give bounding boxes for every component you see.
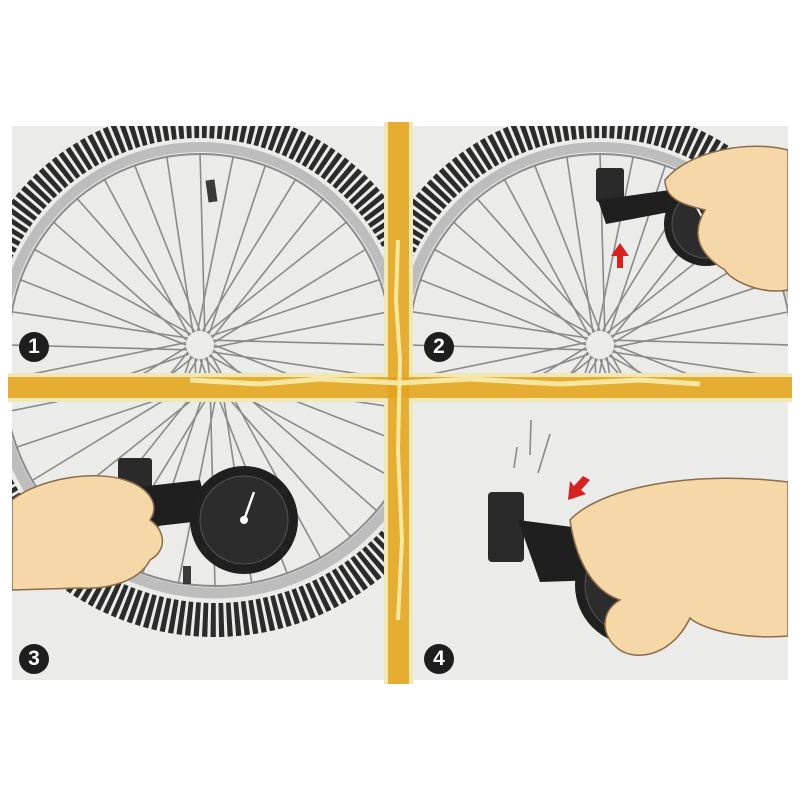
step-panel-1 xyxy=(12,126,384,373)
rim-icon xyxy=(12,437,384,599)
step-number-1: 1 xyxy=(19,332,49,362)
step-panel-3 xyxy=(12,402,384,680)
panel-dividers xyxy=(8,122,792,684)
step-panel-2 xyxy=(413,126,788,373)
step-number-4: 4 xyxy=(424,644,454,674)
rim-icon xyxy=(12,142,384,302)
valve-icon xyxy=(183,566,191,584)
rim-icon xyxy=(413,142,788,302)
hand-icon xyxy=(664,145,788,292)
hand-icon xyxy=(12,475,164,591)
motion-lines-icon xyxy=(513,419,551,474)
spokes-icon xyxy=(413,152,788,373)
step-panel-4 xyxy=(413,402,788,680)
step-number-2: 2 xyxy=(424,332,454,362)
valve-icon xyxy=(205,179,218,203)
red-arrow-icon xyxy=(611,243,629,268)
step-number-3: 3 xyxy=(19,644,49,674)
pressure-gauge-icon xyxy=(118,458,298,574)
tire-icon xyxy=(12,478,384,637)
hand-icon xyxy=(569,477,788,657)
red-arrow-icon xyxy=(568,476,590,500)
spokes-icon xyxy=(12,152,384,373)
